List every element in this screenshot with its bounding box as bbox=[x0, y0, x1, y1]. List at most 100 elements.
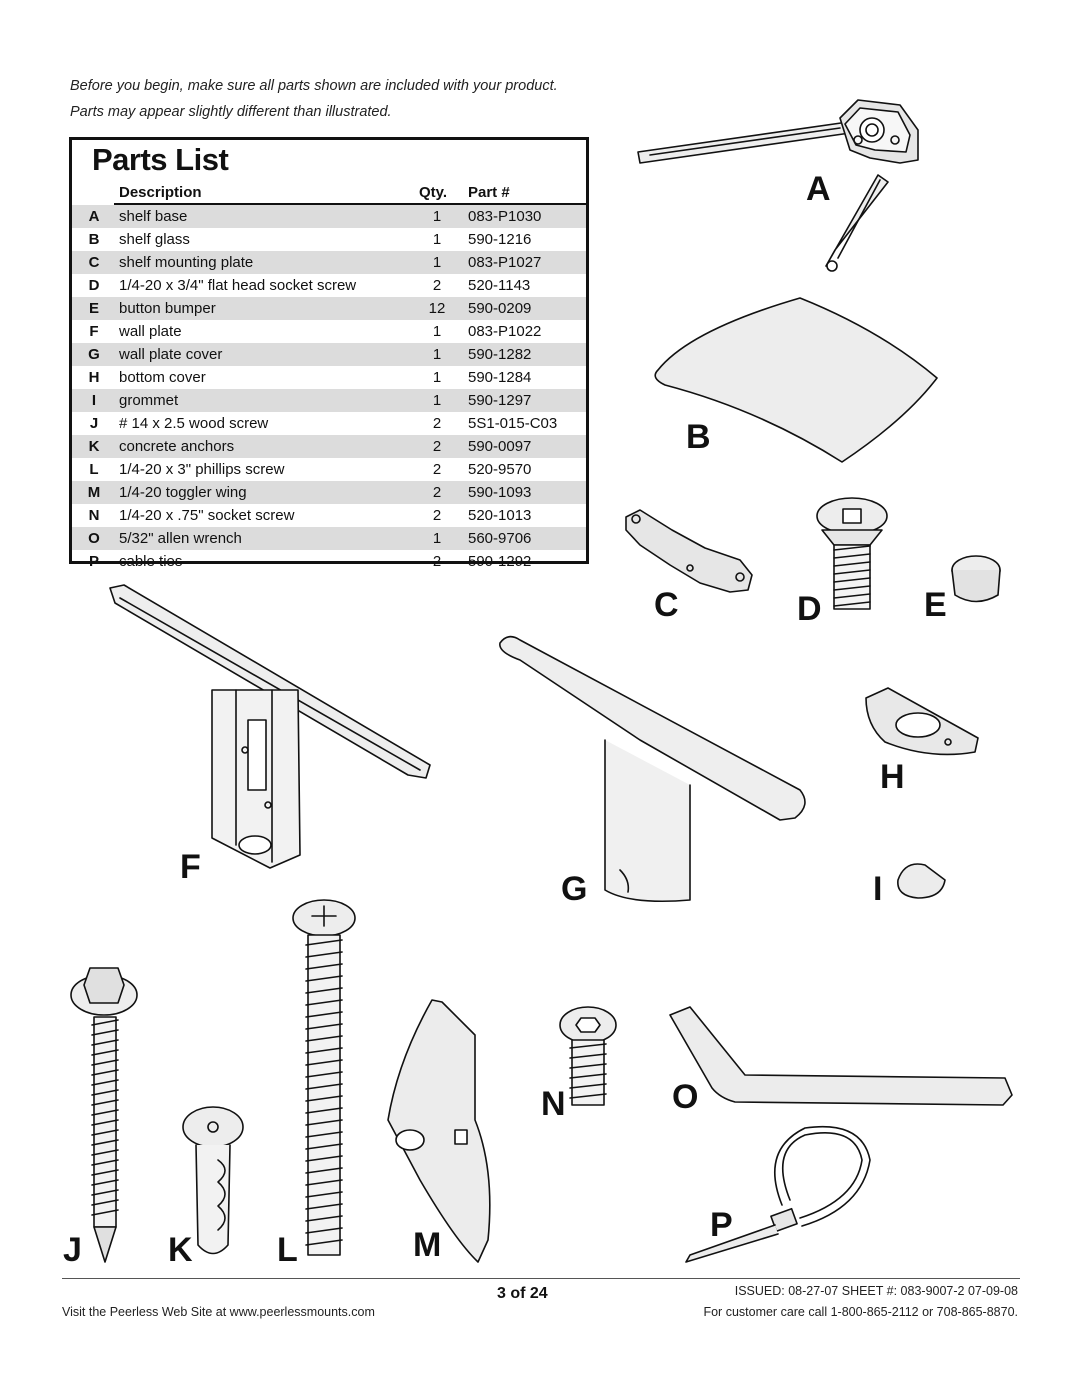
header-description: Description bbox=[119, 184, 202, 201]
wall-plate-cover-illustration bbox=[499, 635, 806, 902]
flat-head-socket-screw-illustration bbox=[816, 497, 888, 610]
header-qty: Qty. bbox=[419, 184, 448, 201]
part-letter: L bbox=[89, 461, 99, 478]
label-e: E bbox=[924, 586, 947, 624]
part-letter: D bbox=[88, 277, 100, 294]
table-row: O 5/32" allen wrench 1 560-9706 bbox=[72, 527, 586, 550]
header-divider bbox=[114, 203, 586, 205]
part-description: bottom cover bbox=[119, 369, 206, 386]
intro-line-2: Parts may appear slightly different than… bbox=[70, 104, 392, 120]
part-qty: 2 bbox=[432, 277, 442, 294]
part-number: 560-9706 bbox=[468, 530, 532, 547]
label-g: G bbox=[561, 870, 588, 908]
part-letter: B bbox=[88, 231, 100, 248]
label-f: F bbox=[180, 848, 201, 886]
phillips-screw-illustration bbox=[292, 899, 356, 1256]
part-description: 1/4-20 x 3" phillips screw bbox=[119, 461, 285, 478]
part-letter: M bbox=[87, 484, 101, 501]
part-letter: K bbox=[88, 438, 100, 455]
label-b: B bbox=[686, 418, 711, 456]
part-qty: 1 bbox=[432, 254, 442, 271]
part-number: 590-1297 bbox=[468, 392, 532, 409]
label-h: H bbox=[880, 758, 905, 796]
part-description: 1/4-20 x .75" socket screw bbox=[119, 507, 295, 524]
website-note: Visit the Peerless Web Site at www.peerl… bbox=[62, 1305, 375, 1319]
part-number: 590-0209 bbox=[468, 300, 532, 317]
socket-screw-illustration bbox=[559, 1006, 617, 1106]
part-letter: P bbox=[88, 553, 99, 570]
part-description: 5/32" allen wrench bbox=[119, 530, 242, 547]
part-description: shelf glass bbox=[119, 231, 190, 248]
part-letter: E bbox=[88, 300, 99, 317]
bottom-cover-illustration bbox=[865, 687, 979, 756]
part-letter: H bbox=[88, 369, 100, 386]
part-number: 5S1-015-C03 bbox=[468, 415, 558, 432]
part-letter: I bbox=[91, 392, 97, 409]
concrete-anchor-illustration bbox=[182, 1106, 244, 1255]
label-m: M bbox=[413, 1226, 442, 1264]
part-letter: J bbox=[89, 415, 99, 432]
part-letter: O bbox=[88, 530, 100, 547]
part-description: shelf base bbox=[119, 208, 188, 225]
part-number: 590-1282 bbox=[468, 346, 532, 363]
label-c: C bbox=[654, 586, 679, 624]
part-description: # 14 x 2.5 wood screw bbox=[119, 415, 269, 432]
part-number: 590-1284 bbox=[468, 369, 532, 386]
part-description: grommet bbox=[119, 392, 179, 409]
part-letter: A bbox=[88, 208, 100, 225]
wall-plate-illustration bbox=[109, 584, 431, 869]
part-description: wall plate bbox=[119, 323, 182, 340]
part-description: concrete anchors bbox=[119, 438, 235, 455]
intro-line-1: Before you begin, make sure all parts sh… bbox=[70, 78, 558, 94]
part-description: cable ties bbox=[119, 553, 183, 570]
part-number: 520-9570 bbox=[468, 461, 532, 478]
part-number: 083-P1030 bbox=[468, 208, 542, 225]
label-k: K bbox=[168, 1231, 193, 1269]
customer-care-note: For customer care call 1-800-865-2112 or… bbox=[703, 1305, 1018, 1319]
part-description: wall plate cover bbox=[119, 346, 223, 363]
part-description: 1/4-20 x 3/4" flat head socket screw bbox=[119, 277, 357, 294]
part-qty: 12 bbox=[428, 300, 446, 317]
part-number: 520-1143 bbox=[468, 277, 531, 294]
part-qty: 2 bbox=[432, 553, 442, 570]
part-description: 1/4-20 toggler wing bbox=[119, 484, 247, 501]
grommet-illustration bbox=[897, 863, 946, 899]
toggler-wing-illustration bbox=[387, 999, 491, 1263]
part-number: 590-1216 bbox=[468, 231, 532, 248]
label-p: P bbox=[710, 1206, 733, 1244]
shelf-glass-illustration bbox=[654, 297, 938, 463]
part-qty: 2 bbox=[432, 461, 442, 478]
button-bumper-illustration bbox=[951, 555, 1001, 603]
header-part-number: Part # bbox=[468, 184, 510, 201]
part-qty: 1 bbox=[432, 231, 442, 248]
issued-info: ISSUED: 08-27-07 SHEET #: 083-9007-2 07-… bbox=[734, 1284, 1018, 1298]
part-number: 590-1292 bbox=[468, 553, 532, 570]
page-number: 3 of 24 bbox=[497, 1285, 548, 1302]
label-n: N bbox=[541, 1085, 566, 1123]
shelf-mounting-plate-illustration bbox=[625, 509, 753, 593]
table-row: D 1/4-20 x 3/4" flat head socket screw 2 52… bbox=[72, 274, 586, 297]
label-l: L bbox=[277, 1231, 298, 1269]
part-letter: N bbox=[88, 507, 100, 524]
part-letter: C bbox=[88, 254, 100, 271]
cable-tie-illustration bbox=[685, 1125, 871, 1263]
part-qty: 1 bbox=[432, 530, 442, 547]
part-qty: 1 bbox=[432, 323, 442, 340]
parts-list-title: Parts List bbox=[92, 142, 229, 177]
part-description: shelf mounting plate bbox=[119, 254, 254, 271]
part-letter: F bbox=[89, 323, 99, 340]
